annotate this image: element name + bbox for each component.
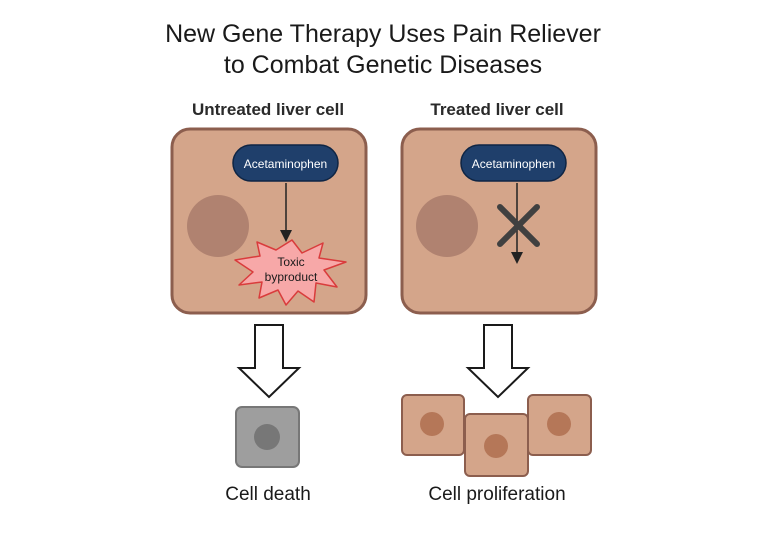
proliferating-cells — [401, 394, 592, 477]
treated-outcome-arrow-icon — [465, 324, 531, 399]
untreated-cell-nucleus — [187, 195, 249, 257]
toxic-byproduct-label-line1: Toxic — [277, 255, 304, 269]
blocked-x-icon — [497, 204, 540, 247]
proliferating-cell-center-nucleus — [484, 434, 508, 458]
dead-cell-nucleus — [254, 424, 280, 450]
diagram-title-line2: to Combat Genetic Diseases — [224, 51, 542, 79]
treated-acetaminophen-pill — [460, 144, 567, 182]
treated-panel: Treated liver cell Acetaminophen Cell pr… — [400, 100, 598, 505]
toxic-byproduct-label-line2: byproduct — [265, 270, 318, 284]
treated-acetaminophen-label: Acetaminophen — [472, 157, 555, 171]
untreated-acetaminophen-label: Acetaminophen — [244, 157, 327, 171]
diagram-title-line1: New Gene Therapy Uses Pain Reliever — [165, 20, 601, 48]
treated-panel-title: Treated liver cell — [430, 100, 563, 119]
untreated-panel: Untreated liver cell Acetaminophen Toxic… — [170, 100, 368, 505]
untreated-acetaminophen-pill — [232, 144, 339, 182]
proliferating-cell-right-nucleus — [547, 412, 571, 436]
untreated-outcome-arrow-icon — [236, 324, 302, 399]
toxic-byproduct-burst-icon — [234, 239, 347, 306]
cell-death-label: Cell death — [225, 484, 311, 505]
untreated-panel-title: Untreated liver cell — [192, 100, 344, 119]
proliferating-cell-left-nucleus — [420, 412, 444, 436]
cell-proliferation-label: Cell proliferation — [428, 484, 565, 505]
treated-cell-nucleus — [416, 195, 478, 257]
